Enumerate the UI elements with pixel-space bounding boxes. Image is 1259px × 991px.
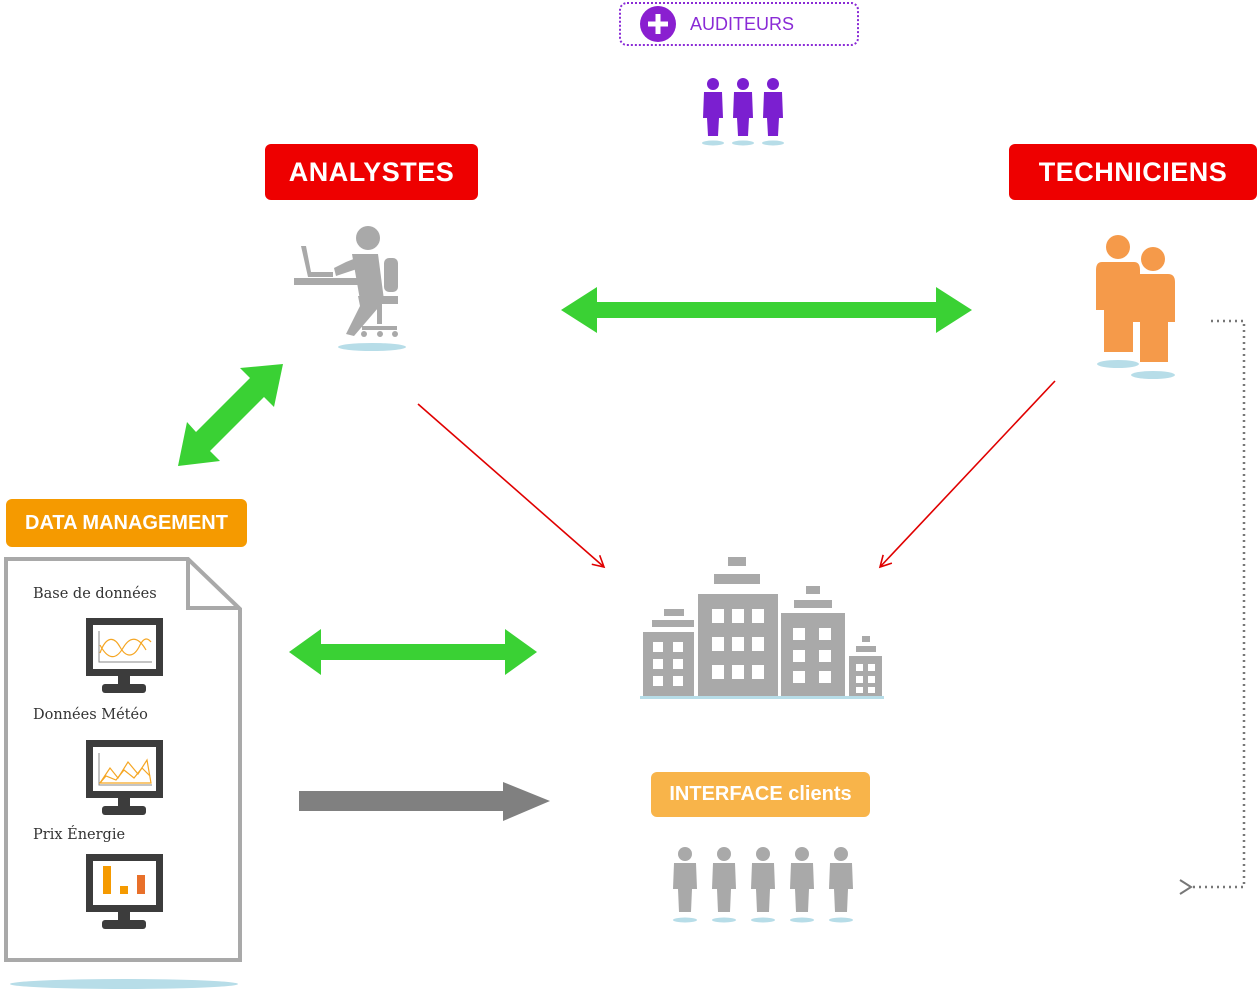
document-item-energy-price: Prix Énergie xyxy=(33,827,126,843)
auditeurs-badge[interactable]: AUDITEURS xyxy=(619,2,859,46)
auditeurs-people-icon xyxy=(702,78,784,146)
line-chart-monitor-icon xyxy=(86,618,163,693)
arrow-analystes-techniciens xyxy=(561,287,972,333)
technicians-icon xyxy=(1096,235,1175,362)
city-buildings-icon xyxy=(640,557,884,699)
auditeurs-label: AUDITEURS xyxy=(690,13,795,34)
technician-shadow-2 xyxy=(1131,371,1175,379)
techniciens-label: TECHNICIENS xyxy=(1009,144,1257,200)
arrow-analystes-data xyxy=(178,364,283,466)
clients-people-icon xyxy=(673,847,853,923)
dotted-connector-techniciens-clients xyxy=(1179,319,1246,895)
document-shadow xyxy=(10,979,238,989)
interface-clients-label: INTERFACE clients xyxy=(651,772,870,817)
document-item-database: Base de données xyxy=(33,586,157,602)
analystes-label: ANALYSTES xyxy=(265,144,478,200)
analyst-desk-icon xyxy=(294,226,398,337)
area-chart-monitor-icon xyxy=(86,740,163,815)
plus-circle-icon[interactable] xyxy=(640,6,676,42)
arrow-data-interface xyxy=(299,782,550,821)
arrow-data-buildings xyxy=(289,629,537,675)
red-arrow-techniciens-buildings xyxy=(878,380,1056,569)
document-item-weather: Données Météo xyxy=(33,707,148,723)
analyst-shadow xyxy=(338,343,406,351)
bar-chart-monitor-icon xyxy=(86,854,163,929)
red-arrow-analystes-buildings xyxy=(417,403,606,569)
technician-shadow-1 xyxy=(1097,360,1139,368)
data-management-label: DATA MANAGEMENT xyxy=(6,499,247,547)
